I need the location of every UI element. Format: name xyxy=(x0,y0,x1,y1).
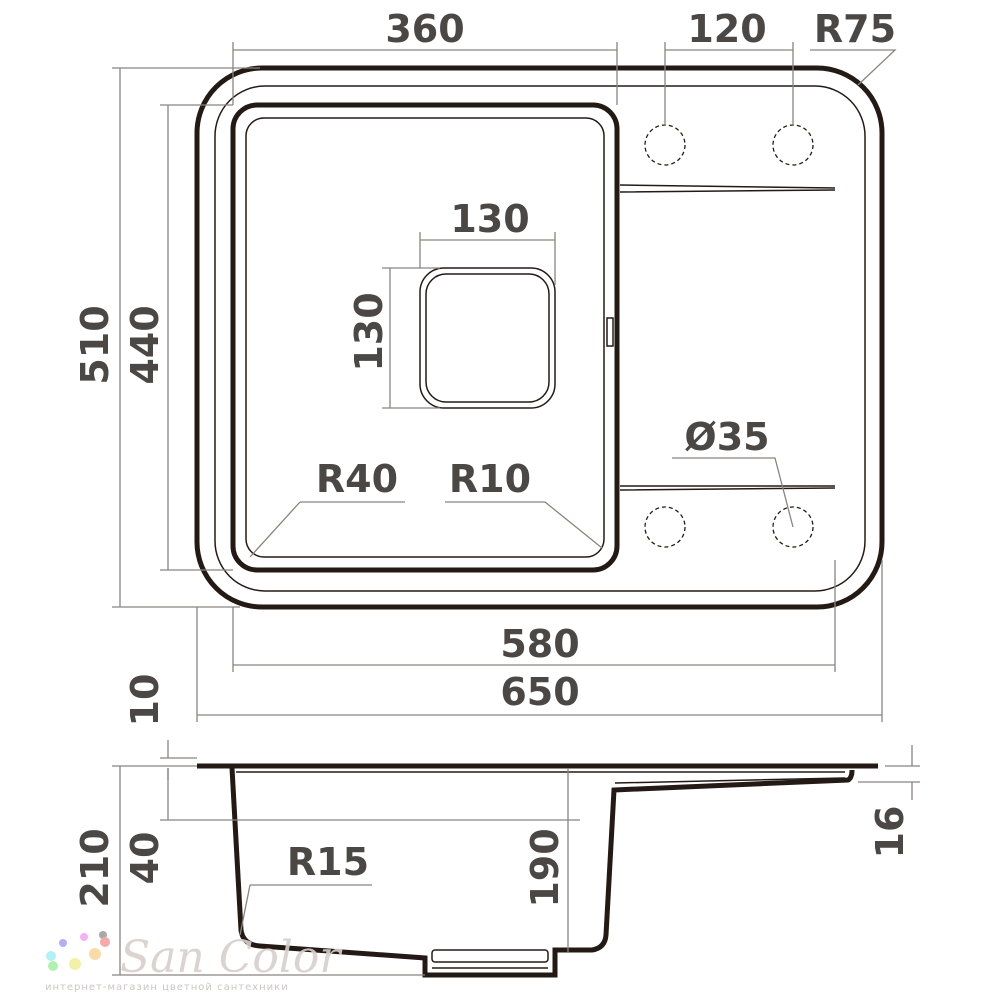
dim-label-16: 16 xyxy=(868,806,912,859)
side-inner-edge xyxy=(236,771,846,784)
dim-label-r15: R15 xyxy=(287,840,369,884)
dim-label-360: 360 xyxy=(385,7,464,51)
dim-label-r10: R10 xyxy=(449,457,531,501)
watermark-tagline: интернет-магазин цветной сантехники xyxy=(45,982,289,993)
top-view: 360 120 R75 510 440 130 130 Ø35 R40 R10 … xyxy=(73,7,897,722)
dim-label-r75: R75 xyxy=(814,7,896,51)
dim-line-510 xyxy=(112,67,260,608)
bowl-inner-edge xyxy=(245,117,605,558)
rim-inner-edge xyxy=(214,85,866,592)
drain-outer xyxy=(419,267,556,409)
bowl-outline xyxy=(230,102,620,573)
leader-d35 xyxy=(672,457,794,528)
dim-line-580 xyxy=(232,560,836,672)
dim-label-120: 120 xyxy=(687,7,766,51)
tap-hole-marker xyxy=(772,506,814,548)
dim-label-10: 10 xyxy=(123,674,167,727)
dim-line-650 xyxy=(196,560,883,722)
dim-label-drain-height: 130 xyxy=(347,292,391,371)
dim-label-40: 40 xyxy=(123,832,167,885)
dim-line-10 xyxy=(160,740,197,780)
dim-label-440: 440 xyxy=(123,305,167,384)
dim-line-120 xyxy=(664,42,794,125)
dim-label-d35: Ø35 xyxy=(684,415,769,459)
dim-line-drain-height xyxy=(382,267,440,409)
dim-label-r40: R40 xyxy=(316,457,398,501)
tap-hole-marker xyxy=(772,124,814,166)
leader-r10 xyxy=(445,501,603,549)
dim-label-drain-width: 130 xyxy=(450,197,529,241)
dim-line-16 xyxy=(858,745,920,800)
leader-r15 xyxy=(239,884,372,936)
overflow-slot xyxy=(606,317,614,347)
watermark-logo: San Color интернет-магазин цветной санте… xyxy=(45,931,343,993)
dim-label-580: 580 xyxy=(500,622,579,666)
drain-inner xyxy=(425,273,550,403)
dim-line-360 xyxy=(232,42,618,105)
dim-label-210: 210 xyxy=(73,828,117,907)
dim-line-drain-width xyxy=(419,232,556,285)
dim-label-190: 190 xyxy=(523,828,567,907)
dim-label-650: 650 xyxy=(500,670,579,714)
sink-outer-rim xyxy=(194,65,885,610)
leader-r40 xyxy=(249,501,405,558)
dim-line-40 xyxy=(160,768,580,821)
tap-hole-marker xyxy=(644,506,686,548)
drainboard-ridge-top xyxy=(619,184,836,193)
dim-line-210 xyxy=(112,765,425,976)
dim-label-510: 510 xyxy=(73,305,117,384)
tap-hole-marker xyxy=(644,124,686,166)
watermark-brand: San Color xyxy=(120,932,343,983)
dim-line-440 xyxy=(160,104,233,571)
side-drain-fitting xyxy=(431,949,549,963)
side-view: 10 40 210 190 R15 16 xyxy=(73,674,920,978)
side-bowl-profile xyxy=(229,767,855,978)
drainboard-ridge-bottom xyxy=(619,485,836,491)
leader-r75 xyxy=(810,49,897,86)
